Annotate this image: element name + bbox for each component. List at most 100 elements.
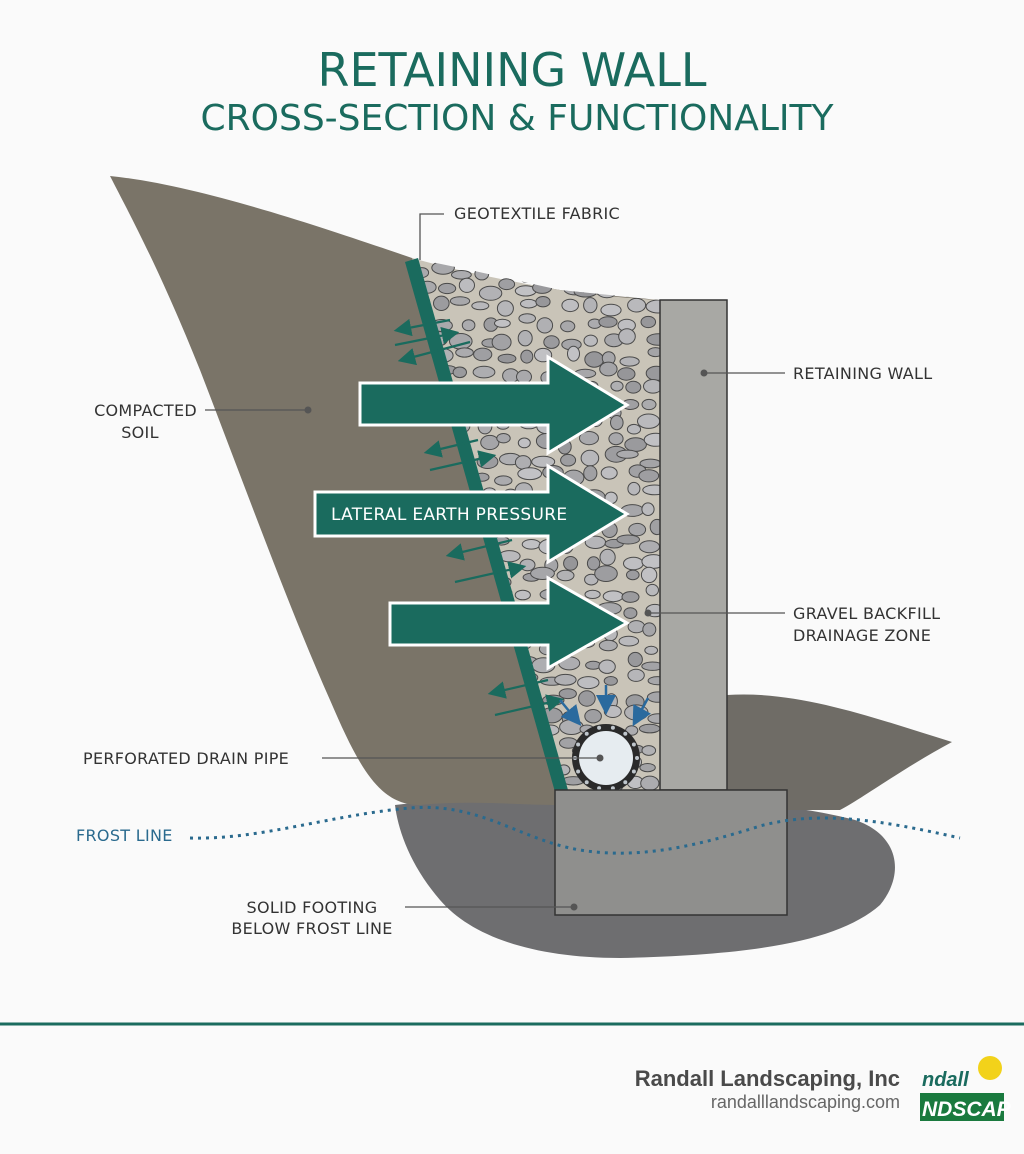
gravel-stone: [645, 583, 659, 597]
gravel-stone: [627, 668, 645, 682]
gravel-stone: [627, 297, 647, 313]
pipe-perforation: [584, 731, 589, 736]
gravel-stone: [542, 261, 558, 279]
gravel-stone: [598, 659, 616, 674]
gravel-stone: [603, 676, 618, 686]
gravel-stone: [640, 566, 658, 584]
gravel-stone: [472, 365, 496, 379]
logo-bottom-text: NDSCAP: [922, 1098, 1012, 1121]
gravel-stone: [643, 379, 660, 394]
gravel-stone: [624, 437, 647, 452]
pipe-perforation: [610, 725, 615, 730]
gravel-stone: [628, 522, 647, 537]
gravel-stone: [578, 690, 596, 707]
company-url: randalllandscaping.com: [711, 1092, 900, 1112]
gravel-stone: [619, 356, 640, 367]
gravel-stone: [471, 301, 490, 311]
seepage-arrows: [393, 318, 565, 717]
gravel-stone: [449, 296, 471, 306]
gravel-stone: [516, 369, 532, 384]
retaining-wall-block: [659, 299, 728, 791]
gravel-stone: [498, 278, 516, 291]
gravel-stone: [458, 277, 475, 293]
gravel-stone: [640, 775, 660, 790]
gravel-stone: [637, 413, 660, 429]
gravel-stone: [473, 347, 493, 362]
gravel-stone: [627, 620, 646, 634]
gravel-stone: [480, 434, 500, 451]
gravel-stone: [617, 367, 636, 381]
gravel-stone: [433, 295, 450, 311]
front-soil-layer: [727, 694, 952, 810]
gravel-stone: [461, 319, 476, 332]
gravel-stone: [556, 569, 575, 582]
gravel-stone: [625, 380, 642, 394]
gravel-stone: [494, 475, 513, 486]
gravel-stone: [598, 316, 618, 328]
gravel-stone: [596, 284, 618, 299]
gravel-stone: [635, 281, 659, 298]
gravel-stone: [626, 423, 642, 435]
gravel-stone: [536, 317, 554, 334]
gravel-stone: [561, 298, 580, 313]
gravel-stone: [584, 709, 602, 724]
gravel-stone: [618, 328, 636, 345]
gravel-stone: [621, 287, 637, 297]
gravel-stone: [594, 565, 618, 582]
frost-line-label: FROST LINE: [76, 826, 173, 845]
gravel-stone: [639, 763, 656, 773]
pipe-perforation: [631, 769, 636, 774]
gravel-stone: [531, 455, 556, 468]
gravel-stone: [580, 449, 600, 467]
gravel-stone: [641, 398, 657, 411]
gravel-stone: [494, 318, 511, 328]
gravel-stone: [626, 569, 640, 581]
gravel-stone: [645, 299, 660, 314]
drainage-arrows: [559, 685, 651, 727]
pipe-perforation: [635, 756, 639, 760]
gravel-stone: [451, 270, 472, 280]
gravel-stone: [583, 334, 598, 347]
gravel-stone: [642, 484, 660, 496]
gravel-stone: [583, 465, 598, 482]
frost-line: [189, 805, 961, 855]
diagram-title: RETAINING WALL: [318, 43, 707, 97]
gravel-stone: [627, 651, 643, 668]
footing-label-line2: BELOW FROST LINE: [231, 919, 392, 938]
gravel-stone: [600, 466, 618, 480]
gravel-stone: [573, 286, 598, 298]
pipe-perforation: [597, 725, 602, 730]
callouts: GEOTEXTILE FABRIC RETAINING WALL COMPACT…: [76, 204, 940, 938]
gravel-stone: [514, 455, 532, 470]
gravel-stone: [520, 349, 534, 364]
gravel-stone: [584, 589, 601, 600]
gravel-stone: [641, 661, 660, 671]
gravel-stone: [586, 556, 601, 571]
drain-pipe: [572, 724, 640, 792]
gravel-stone: [474, 267, 490, 281]
gravel-stone: [623, 556, 644, 571]
gravel-label-line2: DRAINAGE ZONE: [793, 626, 931, 645]
pipe-perforation: [623, 780, 628, 785]
gravel-stone: [616, 534, 641, 545]
pipe-perforation: [610, 786, 615, 791]
footing-label-line1: SOLID FOOTING: [247, 898, 378, 917]
gravel-stone: [518, 270, 534, 283]
gravel-stone: [581, 262, 596, 279]
gravel-label-line1: GRAVEL BACKFILL: [793, 604, 940, 623]
gravel-stone: [610, 415, 624, 431]
compacted-soil-label-line2: SOIL: [121, 423, 159, 442]
gravel-stone: [641, 502, 655, 517]
gravel-stone: [577, 676, 600, 690]
drain-pipe-label: PERFORATED DRAIN PIPE: [83, 749, 289, 768]
gravel-stone: [517, 437, 531, 449]
geotextile-label: GEOTEXTILE FABRIC: [454, 204, 620, 223]
gravel-stone: [616, 449, 639, 459]
gravel-stone: [567, 345, 580, 362]
gravel-stone: [608, 432, 624, 446]
gravel-stone: [514, 589, 531, 601]
gravel-stone: [646, 333, 660, 346]
gravel-stone: [641, 745, 657, 756]
gravel-stone: [599, 361, 618, 377]
gravel-stone: [520, 298, 538, 309]
